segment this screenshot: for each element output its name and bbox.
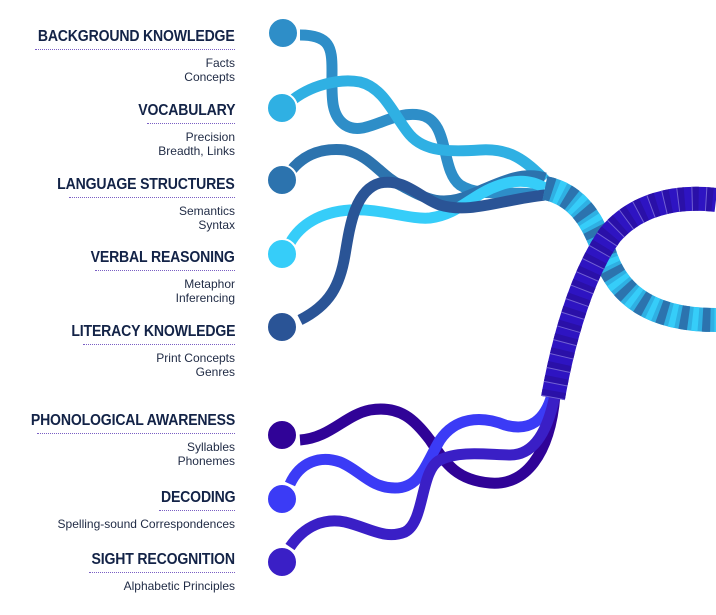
dotted-divider xyxy=(83,344,235,345)
strand-subtitle: Genres xyxy=(195,365,235,379)
strand-line-literacy-knowledge xyxy=(297,176,546,325)
strand-dot-language-structures xyxy=(266,164,298,196)
strand-background-knowledge: BACKGROUND KNOWLEDGE Facts Concepts xyxy=(11,27,235,84)
strand-subtitle: Phonemes xyxy=(177,454,235,468)
strand-title: DECODING xyxy=(160,489,236,506)
strand-subtitle: Syllables xyxy=(186,440,235,454)
strand-dot-sight-recognition xyxy=(266,546,298,578)
dotted-divider xyxy=(147,123,235,124)
strand-subtitle: Semantics xyxy=(178,204,235,218)
strand-language-structures: LANGUAGE STRUCTURES Semantics Syntax xyxy=(33,175,236,232)
strand-phonological-awareness: PHONOLOGICAL AWARENESS Syllables Phoneme… xyxy=(3,411,235,468)
strand-subtitle: Facts xyxy=(205,56,235,70)
strand-subtitle: Inferencing xyxy=(175,291,235,305)
strand-line-sight-recognition xyxy=(285,393,561,551)
rope-word-recognition-twist xyxy=(541,186,716,401)
strand-vocabulary: VOCABULARY Precision Breadth, Links xyxy=(125,101,235,158)
dotted-divider xyxy=(159,510,235,511)
strand-title: BACKGROUND KNOWLEDGE xyxy=(38,28,235,45)
strand-subtitle: Metaphor xyxy=(184,277,235,291)
strand-literacy-knowledge: LITERACY KNOWLEDGE Print Concepts Genres xyxy=(49,322,235,379)
strand-line-verbal-reasoning xyxy=(285,175,548,246)
strand-subtitle: Alphabetic Principles xyxy=(123,579,235,593)
strand-dot-decoding xyxy=(266,483,298,515)
strand-line-vocabulary xyxy=(286,75,549,184)
strand-dot-vocabulary xyxy=(266,92,298,124)
strand-title: LANGUAGE STRUCTURES xyxy=(57,176,236,193)
strand-dot-verbal-reasoning xyxy=(266,238,298,270)
strand-subtitle: Precision xyxy=(185,130,235,144)
strand-labels: BACKGROUND KNOWLEDGE Facts Concepts VOCA… xyxy=(0,0,245,615)
strand-line-decoding xyxy=(284,393,558,494)
dotted-divider xyxy=(69,197,235,198)
dotted-divider xyxy=(37,433,235,434)
strand-subtitle: Spelling-sound Correspondences xyxy=(57,517,235,531)
strand-decoding: DECODING Spelling-sound Correspondences xyxy=(57,488,236,531)
strand-title: PHONOLOGICAL AWARENESS xyxy=(30,412,235,429)
strand-title: LITERACY KNOWLEDGE xyxy=(71,323,235,340)
strand-subtitle: Syntax xyxy=(198,218,235,232)
dotted-divider xyxy=(95,270,235,271)
strand-line-background-knowledge xyxy=(299,29,546,201)
strand-title: VOCABULARY xyxy=(137,102,235,119)
strand-title: VERBAL REASONING xyxy=(90,249,235,266)
dotted-divider xyxy=(35,49,235,50)
strand-dot-literacy-knowledge xyxy=(266,311,298,343)
strand-subtitle: Breadth, Links xyxy=(158,144,235,158)
strand-sight-recognition: SIGHT RECOGNITION Alphabetic Principles xyxy=(72,550,235,593)
dotted-divider xyxy=(89,572,235,573)
strand-subtitle: Print Concepts xyxy=(156,351,235,365)
strand-subtitle: Concepts xyxy=(184,70,235,84)
strand-dot-background-knowledge xyxy=(267,17,299,49)
strand-verbal-reasoning: VERBAL REASONING Metaphor Inferencing xyxy=(71,248,235,305)
strand-dot-phonological-awareness xyxy=(266,419,298,451)
strand-title: SIGHT RECOGNITION xyxy=(91,551,235,568)
